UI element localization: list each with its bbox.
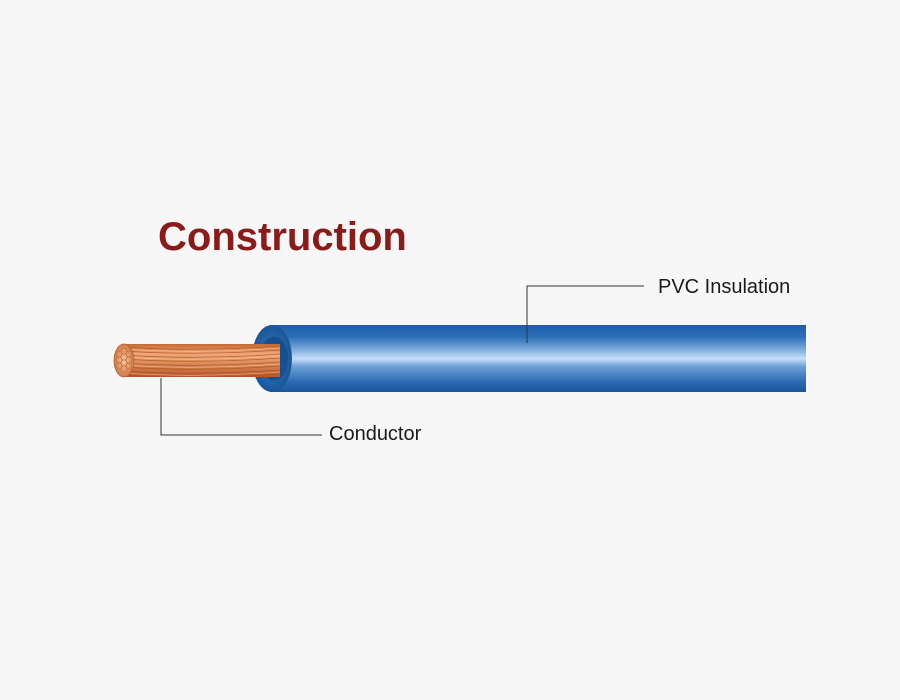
pvc-insulation-sheath: [252, 325, 806, 392]
pvc-insulation-label: PVC Insulation: [658, 276, 791, 298]
diagram-title: Construction: [158, 215, 407, 259]
conductor-label: Conductor: [329, 423, 422, 445]
insulation-leader-line: [526, 285, 644, 343]
copper-conductor: [113, 343, 280, 378]
conductor-leader-line: [160, 378, 322, 436]
